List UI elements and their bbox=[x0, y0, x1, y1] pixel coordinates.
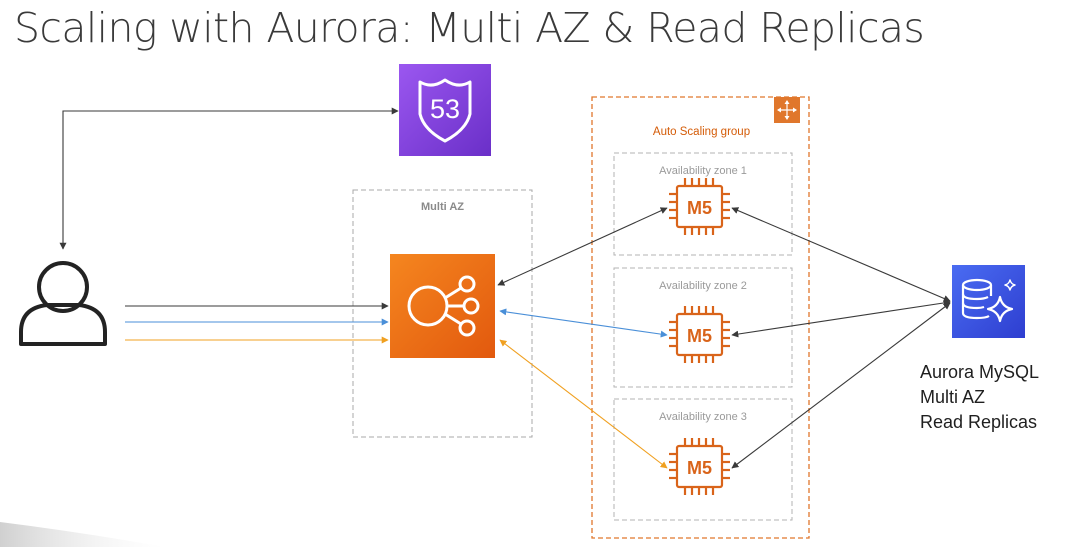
m5-az1-aurora-arrow bbox=[731, 207, 951, 302]
aurora-engine-label: Aurora MySQL bbox=[920, 362, 1040, 382]
user-icon bbox=[19, 261, 107, 346]
auto-scaling-group-label: Auto Scaling group bbox=[652, 126, 751, 138]
multi-az-label: Multi AZ bbox=[421, 201, 464, 213]
multi-az-box bbox=[352, 189, 533, 438]
availability-zone-3-label: Availability zone 3 bbox=[659, 411, 747, 423]
elb-m5-az3-arrow bbox=[499, 339, 668, 469]
route53-number: 53 bbox=[430, 94, 460, 124]
elb-m5-az1-arrow bbox=[497, 207, 668, 286]
elb-m5-az2-arrow bbox=[499, 308, 668, 338]
ec2-instance-az1-label: M5 bbox=[687, 198, 712, 218]
ec2-instance-az2[interactable]: M5 bbox=[669, 306, 730, 363]
availability-zone-1-box bbox=[613, 152, 793, 256]
availability-zone-1-label: Availability zone 1 bbox=[659, 165, 747, 177]
m5-az2-aurora-arrow bbox=[731, 299, 951, 338]
m5-az3-aurora-arrow bbox=[731, 302, 951, 469]
ec2-instance-az2-label: M5 bbox=[687, 326, 712, 346]
load-balancer-icon[interactable] bbox=[390, 254, 495, 358]
ec2-instance-az3[interactable]: M5 bbox=[669, 438, 730, 495]
decorative-swoosh bbox=[0, 522, 165, 547]
connectors bbox=[59, 107, 951, 469]
route53-icon[interactable]: 53 bbox=[399, 64, 491, 156]
route53-user-connector bbox=[59, 107, 399, 250]
page-title: Scaling with Aurora: Multi AZ & Read Rep… bbox=[14, 4, 925, 52]
ec2-instance-az1[interactable]: M5 bbox=[669, 178, 730, 235]
availability-zone-2-label: Availability zone 2 bbox=[659, 280, 747, 292]
ec2-instance-az3-label: M5 bbox=[687, 458, 712, 478]
aurora-database-icon[interactable] bbox=[952, 265, 1025, 338]
aurora-read-replicas-label: Read Replicas bbox=[920, 412, 1038, 432]
availability-zone-2-box bbox=[613, 267, 793, 388]
auto-scaling-group-box bbox=[591, 96, 810, 539]
auto-scaling-group-icon bbox=[774, 97, 800, 123]
aurora-multi-az-label: Multi AZ bbox=[920, 387, 986, 407]
aurora-description: Aurora MySQL Multi AZ Read Replicas bbox=[920, 360, 1039, 435]
